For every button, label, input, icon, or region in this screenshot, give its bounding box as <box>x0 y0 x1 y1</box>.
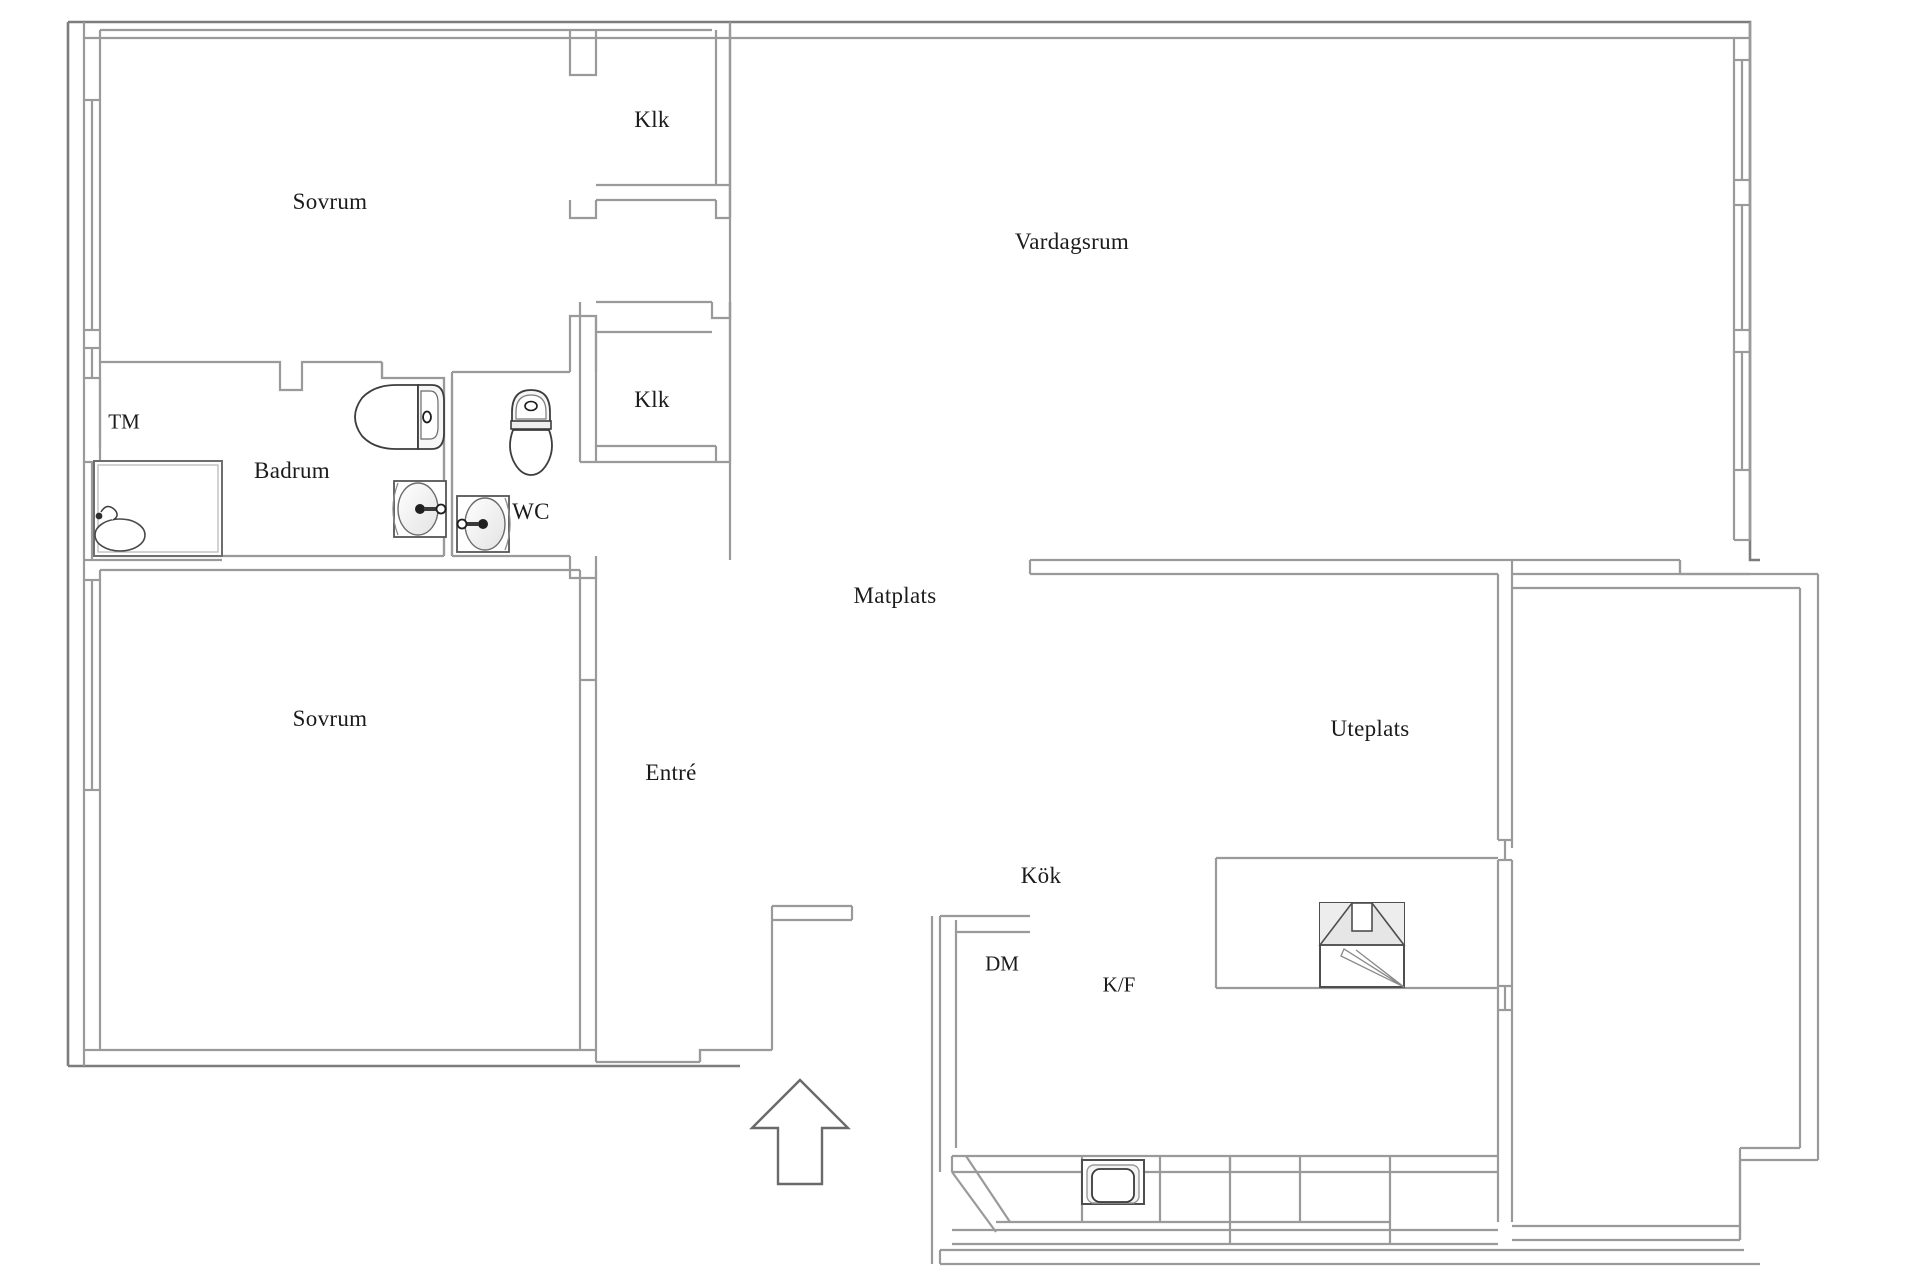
wall-structure <box>66 20 1820 1266</box>
entrance-direction-arrow <box>749 1078 851 1186</box>
toilet-wc <box>509 389 553 476</box>
washbasin-badrum <box>392 480 447 538</box>
washbasin-wc <box>456 495 511 553</box>
kitchen-sink-fixture <box>1081 1159 1145 1205</box>
appliance-label-dm: DM <box>985 951 1019 976</box>
shower-tray-fixture <box>93 460 223 557</box>
toilet-badrum <box>354 384 445 450</box>
appliance-label-tm: TM <box>108 409 140 434</box>
range-hood-fixture <box>1318 902 1406 988</box>
appliance-label-kf: K/F <box>1102 972 1136 997</box>
